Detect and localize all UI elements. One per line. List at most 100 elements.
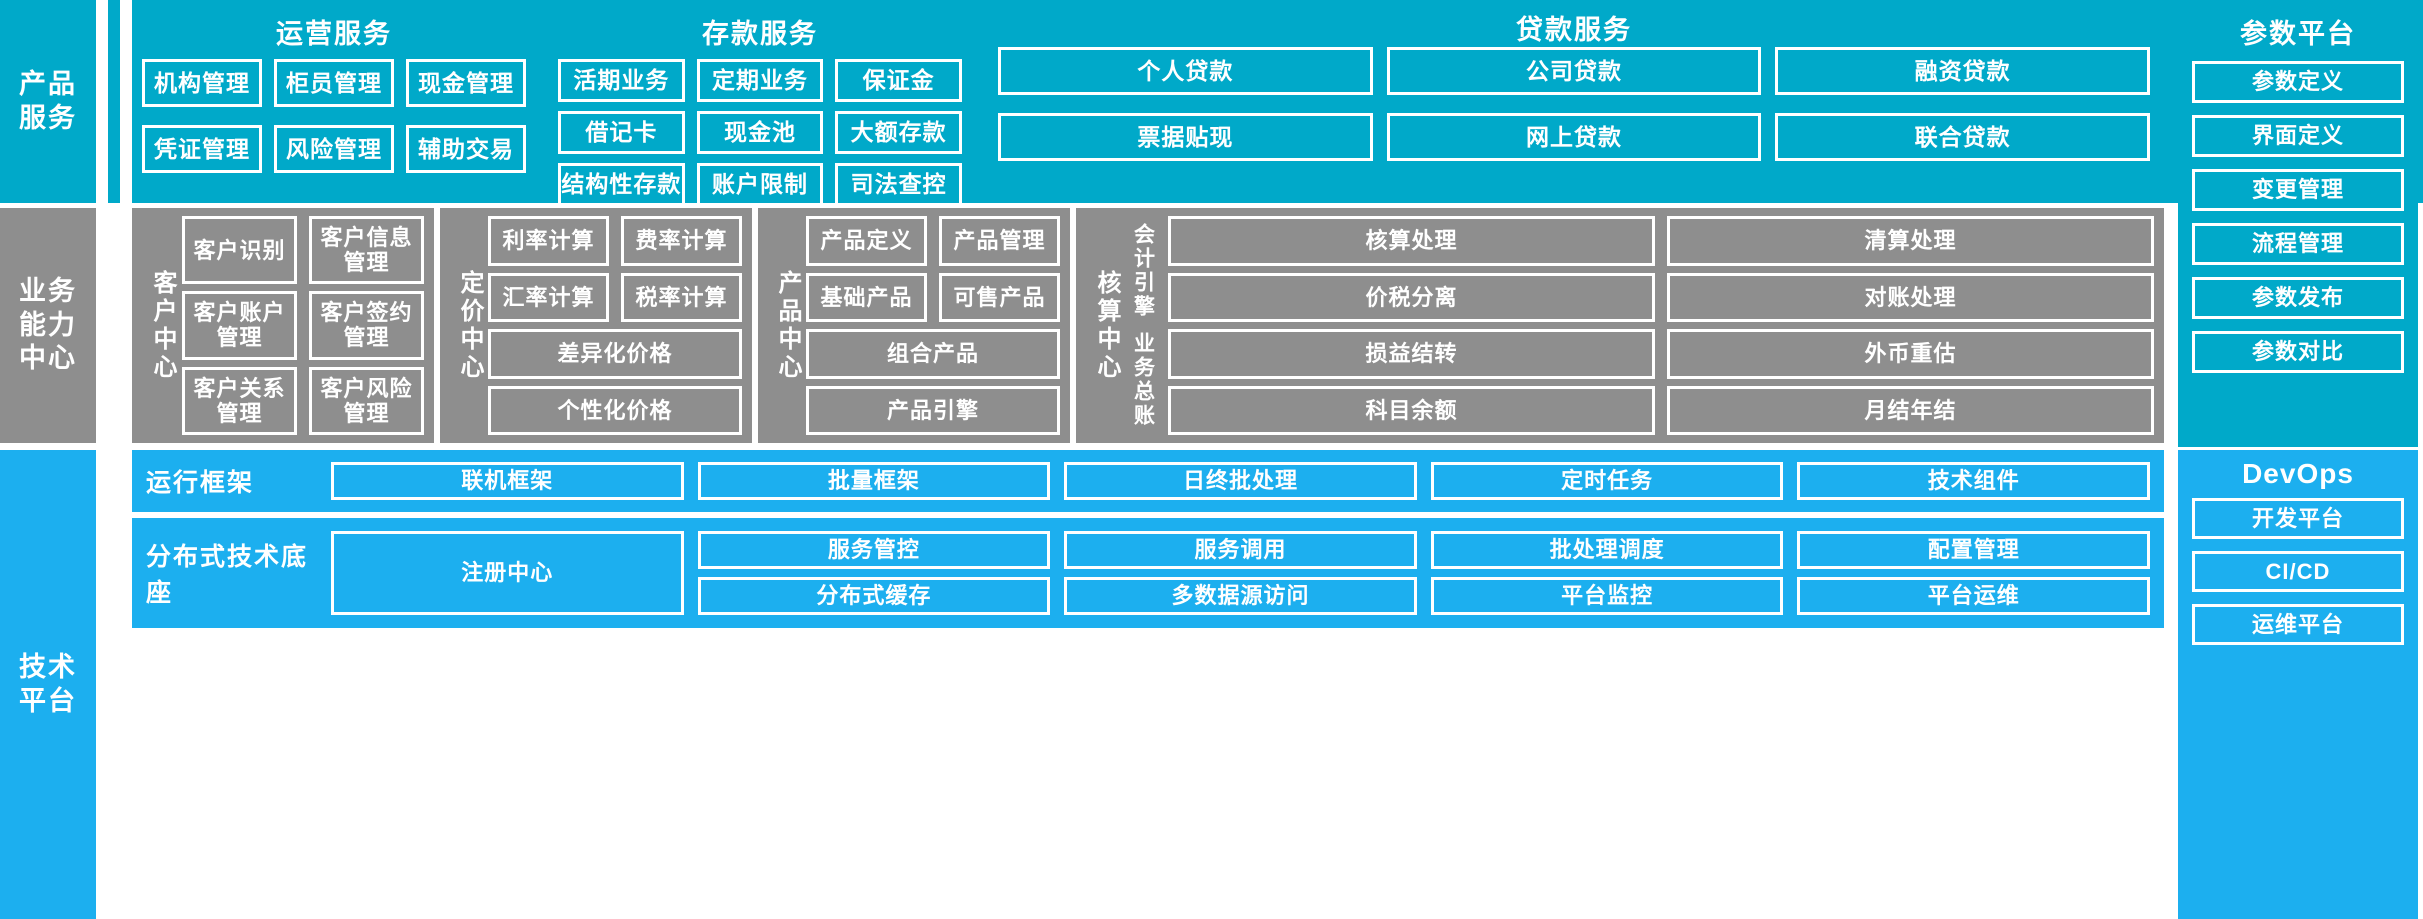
capability-item-费率计算[interactable]: 费率计算 [621, 216, 742, 266]
service-item-融资贷款[interactable]: 融资贷款 [1775, 47, 2150, 95]
tech-item-日终批处理[interactable]: 日终批处理 [1064, 462, 1417, 500]
tech-item-多数据源访问[interactable]: 多数据源访问 [1064, 577, 1417, 615]
accounting-center-grid: 核算处理 清算处理 价税分离 对账处理 损益结转 外币重估 科目余额 月结年结 [1168, 216, 2154, 435]
pricing-center-grid: 利率计算 费率计算 汇率计算 税率计算 差异化价格 个性化价格 [488, 216, 742, 435]
service-item-凭证管理[interactable]: 凭证管理 [142, 125, 262, 173]
capability-item-产品管理[interactable]: 产品管理 [939, 216, 1060, 266]
capability-item-客户签约管理[interactable]: 客户签约管理 [309, 291, 424, 360]
service-item-活期业务[interactable]: 活期业务 [558, 59, 685, 102]
service-item-公司贷款[interactable]: 公司贷款 [1386, 47, 1762, 95]
capability-item-组合产品[interactable]: 组合产品 [806, 329, 1060, 379]
capability-item-税率计算[interactable]: 税率计算 [621, 272, 742, 322]
capability-item-利率计算[interactable]: 利率计算 [488, 216, 609, 266]
service-item-网上贷款[interactable]: 网上贷款 [1386, 113, 1762, 161]
tech-item-分布式缓存[interactable]: 分布式缓存 [697, 577, 1051, 615]
param-item-参数发布[interactable]: 参数发布 [2192, 277, 2404, 319]
tech-item-平台运维[interactable]: 平台运维 [1797, 577, 2150, 615]
service-item-司法查控[interactable]: 司法查控 [835, 163, 962, 206]
service-item-个人贷款[interactable]: 个人贷款 [998, 47, 1373, 95]
capability-item-客户识别[interactable]: 客户识别 [182, 216, 297, 285]
band-label-text: 技术平台 [19, 651, 77, 716]
capability-item-月结年结[interactable]: 月结年结 [1667, 385, 2154, 435]
service-item-辅助交易[interactable]: 辅助交易 [406, 125, 526, 173]
tech-item-联机框架[interactable]: 联机框架 [331, 462, 684, 500]
tech-item-服务管控[interactable]: 服务管控 [697, 531, 1051, 569]
service-item-机构管理[interactable]: 机构管理 [142, 59, 262, 107]
center-label-pricing: 定价中心 [456, 269, 483, 382]
service-item-现金池[interactable]: 现金池 [696, 111, 824, 154]
service-item-账户限制[interactable]: 账户限制 [696, 163, 824, 206]
param-item-变更管理[interactable]: 变更管理 [2192, 169, 2404, 211]
center-label-accounting: 核算中心 [1093, 269, 1120, 382]
capability-item-产品引擎[interactable]: 产品引擎 [806, 385, 1060, 435]
tech-item-配置管理[interactable]: 配置管理 [1797, 531, 2150, 569]
service-item-票据贴现[interactable]: 票据贴现 [998, 113, 1373, 161]
capability-item-基础产品[interactable]: 基础产品 [806, 272, 927, 322]
panel-title-devops: DevOps [2242, 458, 2354, 489]
tech-item-平台监控[interactable]: 平台监控 [1430, 577, 1784, 615]
capability-item-损益结转[interactable]: 损益结转 [1168, 329, 1655, 379]
capability-item-对账处理[interactable]: 对账处理 [1667, 272, 2154, 322]
service-item-现金管理[interactable]: 现金管理 [406, 59, 526, 107]
service-item-结构性存款[interactable]: 结构性存款 [558, 163, 685, 206]
tech-row-label-分布式技术底座: 分布式技术底座 [146, 543, 309, 607]
panel-title-deposit-services: 存款服务 [702, 19, 818, 49]
capability-item-客户风险管理[interactable]: 客户风险管理 [309, 366, 424, 435]
capability-item-科目余额[interactable]: 科目余额 [1168, 385, 1655, 435]
devops-list: 开发平台 CI/CD 运维平台 [2192, 498, 2404, 645]
center-pricing: 定价中心 利率计算 费率计算 汇率计算 税率计算 差异化价格 个性化价格 [440, 208, 752, 443]
service-item-定期业务[interactable]: 定期业务 [696, 59, 824, 102]
service-item-柜员管理[interactable]: 柜员管理 [274, 59, 394, 107]
service-item-联合贷款[interactable]: 联合贷款 [1775, 113, 2150, 161]
panel-title-loan-services: 贷款服务 [1516, 15, 1632, 45]
band-label-product-services: 产品服务 [0, 0, 108, 203]
devops-item-运维平台[interactable]: 运维平台 [2192, 604, 2404, 645]
deposit-services-grid: 活期业务 定期业务 保证金 借记卡 现金池 大额存款 结构性存款 账户限制 司法… [558, 59, 962, 206]
accounting-sublabels: 会计引擎 业务总账 [1126, 216, 1160, 435]
param-item-流程管理[interactable]: 流程管理 [2192, 223, 2404, 265]
capability-item-客户账户管理[interactable]: 客户账户管理 [182, 291, 297, 360]
parameter-platform-list: 参数定义 界面定义 变更管理 流程管理 参数发布 参数对比 [2192, 61, 2404, 373]
capability-item-外币重估[interactable]: 外币重估 [1667, 329, 2154, 379]
param-item-参数定义[interactable]: 参数定义 [2192, 61, 2404, 103]
tech-row-label-运行框架: 运行框架 [146, 469, 255, 497]
center-customer: 客户中心 客户识别 客户信息管理 客户账户管理 客户签约管理 客户关系管理 客户… [120, 208, 434, 443]
loan-services-grid: 个人贷款 公司贷款 融资贷款 票据贴现 网上贷款 联合贷款 [998, 47, 2150, 161]
tech-item-定时任务[interactable]: 定时任务 [1430, 462, 1784, 500]
panel-operation-services: 运营服务 机构管理 柜员管理 现金管理 凭证管理 风险管理 辅助交易 [120, 0, 536, 203]
capability-item-清算处理[interactable]: 清算处理 [1667, 216, 2154, 266]
band-label-technical-platform: 技术平台 [0, 450, 108, 919]
param-item-界面定义[interactable]: 界面定义 [2192, 115, 2404, 157]
tech-row-distributed-base: 分布式技术底座 注册中心 服务管控 服务调用 批处理调度 配置管理 分布式缓存 … [120, 518, 2164, 628]
band-label-text: 产品服务 [19, 68, 77, 133]
capability-item-客户关系管理[interactable]: 客户关系管理 [182, 366, 297, 435]
capability-item-差异化价格[interactable]: 差异化价格 [488, 329, 742, 379]
tech-item-批量框架[interactable]: 批量框架 [697, 462, 1051, 500]
capability-item-客户信息管理[interactable]: 客户信息管理 [309, 216, 424, 285]
runtime-framework-cells: 联机框架 批量框架 日终批处理 定时任务 技术组件 [331, 462, 2150, 500]
capability-item-汇率计算[interactable]: 汇率计算 [488, 272, 609, 322]
panel-loan-services: 贷款服务 个人贷款 公司贷款 融资贷款 票据贴现 网上贷款 联合贷款 [984, 0, 2164, 203]
devops-item-ci-cd[interactable]: CI/CD [2192, 551, 2404, 592]
service-item-借记卡[interactable]: 借记卡 [558, 111, 685, 154]
capability-item-价税分离[interactable]: 价税分离 [1168, 272, 1655, 322]
tech-item-技术组件[interactable]: 技术组件 [1797, 462, 2150, 500]
devops-item-开发平台[interactable]: 开发平台 [2192, 498, 2404, 539]
capability-item-个性化价格[interactable]: 个性化价格 [488, 385, 742, 435]
service-item-大额存款[interactable]: 大额存款 [835, 111, 962, 154]
capability-item-核算处理[interactable]: 核算处理 [1168, 216, 1655, 266]
tech-item-注册中心[interactable]: 注册中心 [331, 531, 684, 615]
capability-item-产品定义[interactable]: 产品定义 [806, 216, 927, 266]
service-item-风险管理[interactable]: 风险管理 [274, 125, 394, 173]
tech-item-批处理调度[interactable]: 批处理调度 [1430, 531, 1784, 569]
band-label-business-capability: 业务能力中心 [0, 208, 108, 443]
service-item-保证金[interactable]: 保证金 [835, 59, 962, 102]
tech-item-服务调用[interactable]: 服务调用 [1064, 531, 1417, 569]
product-center-grid: 产品定义 产品管理 基础产品 可售产品 组合产品 产品引擎 [806, 216, 1060, 435]
panel-title-parameter-platform: 参数平台 [2240, 19, 2356, 49]
panel-parameter-platform: 参数平台 参数定义 界面定义 变更管理 流程管理 参数发布 参数对比 [2178, 0, 2418, 447]
capability-item-可售产品[interactable]: 可售产品 [939, 272, 1060, 322]
param-item-参数对比[interactable]: 参数对比 [2192, 331, 2404, 373]
accounting-sublabel-会计引擎: 会计引擎 [1131, 222, 1155, 319]
tech-row-runtime-framework: 运行框架 联机框架 批量框架 日终批处理 定时任务 技术组件 [120, 450, 2164, 512]
